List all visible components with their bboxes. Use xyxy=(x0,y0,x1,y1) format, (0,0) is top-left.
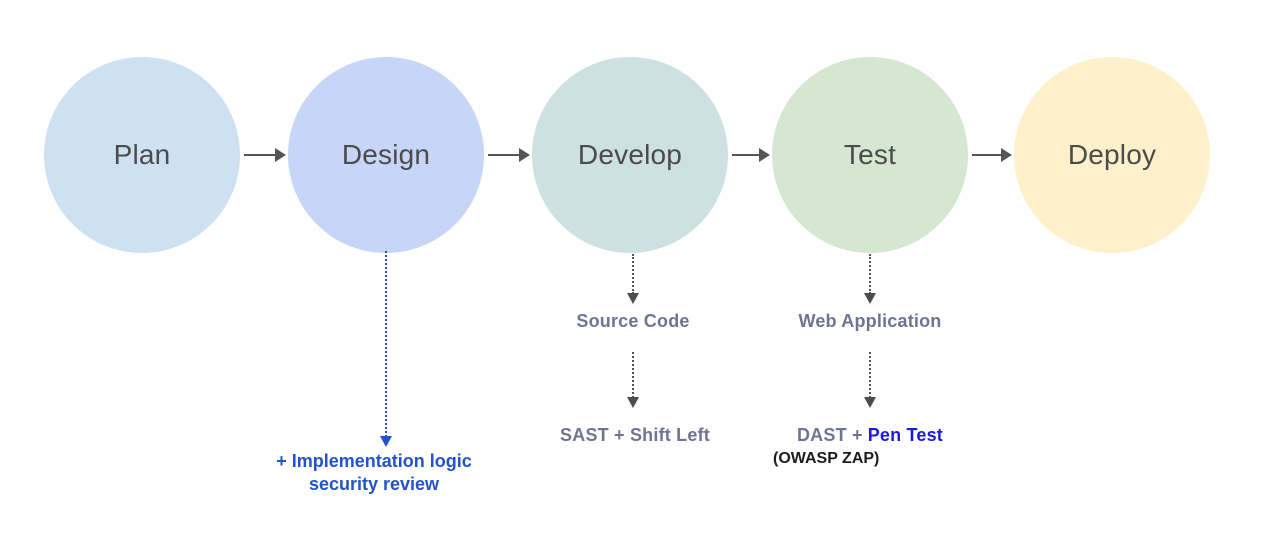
owasp-zap-label: (OWASP ZAP) xyxy=(773,450,880,467)
implementation-review-label: + Implementation logic security review xyxy=(264,450,484,496)
develop-artifact-dotted-arrow xyxy=(627,254,639,304)
arrowhead-down-icon xyxy=(864,397,876,408)
stage-circle-design: Design xyxy=(288,57,484,253)
design-security-review-dotted-arrow xyxy=(380,251,392,447)
flow-arrow-test-to-deploy xyxy=(972,148,1012,162)
arrowhead-right-icon xyxy=(1001,148,1012,162)
dotted-arrow-shaft xyxy=(869,352,871,398)
dast-prefix: DAST + xyxy=(796,425,863,445)
dotted-arrow-shaft xyxy=(632,254,634,294)
pen-test-highlight: Pen Test xyxy=(867,425,943,445)
develop-practice-dotted-arrow xyxy=(627,352,639,408)
stage-circle-deploy: Deploy xyxy=(1014,57,1210,253)
test-artifact-dotted-arrow xyxy=(864,254,876,304)
arrowhead-right-icon xyxy=(759,148,770,162)
dotted-arrow-shaft xyxy=(869,254,871,294)
stage-label-deploy: Deploy xyxy=(1067,139,1157,170)
implementation-review-line1: + Implementation logic xyxy=(276,451,472,471)
flow-arrow-develop-to-test xyxy=(732,148,770,162)
implementation-review-line2: security review xyxy=(308,474,440,494)
arrow-shaft xyxy=(244,154,277,156)
arrowhead-right-icon xyxy=(519,148,530,162)
test-practice-dotted-arrow xyxy=(864,352,876,408)
dotted-arrow-shaft xyxy=(385,251,387,437)
stage-circle-develop: Develop xyxy=(532,57,728,253)
arrowhead-down-icon xyxy=(864,293,876,304)
web-application-label: Web Application xyxy=(798,311,942,331)
sast-shift-left-label: SAST + Shift Left xyxy=(560,425,710,445)
flow-arrow-plan-to-design xyxy=(244,148,286,162)
stage-label-design: Design xyxy=(341,139,431,170)
flow-arrow-design-to-develop xyxy=(488,148,530,162)
source-code-label: Source Code xyxy=(576,311,690,331)
stage-circle-plan: Plan xyxy=(44,57,240,253)
stage-label-develop: Develop xyxy=(577,139,683,170)
stage-label-test: Test xyxy=(843,139,897,170)
arrow-shaft xyxy=(972,154,1003,156)
arrowhead-down-icon xyxy=(627,293,639,304)
arrowhead-down-icon xyxy=(627,397,639,408)
arrowhead-right-icon xyxy=(275,148,286,162)
arrow-shaft xyxy=(488,154,521,156)
dast-pen-test-label: DAST +Pen Test xyxy=(770,425,970,446)
arrowhead-down-icon xyxy=(380,436,392,447)
stage-circle-test: Test xyxy=(772,57,968,253)
dotted-arrow-shaft xyxy=(632,352,634,398)
stage-label-plan: Plan xyxy=(113,139,171,170)
arrow-shaft xyxy=(732,154,761,156)
